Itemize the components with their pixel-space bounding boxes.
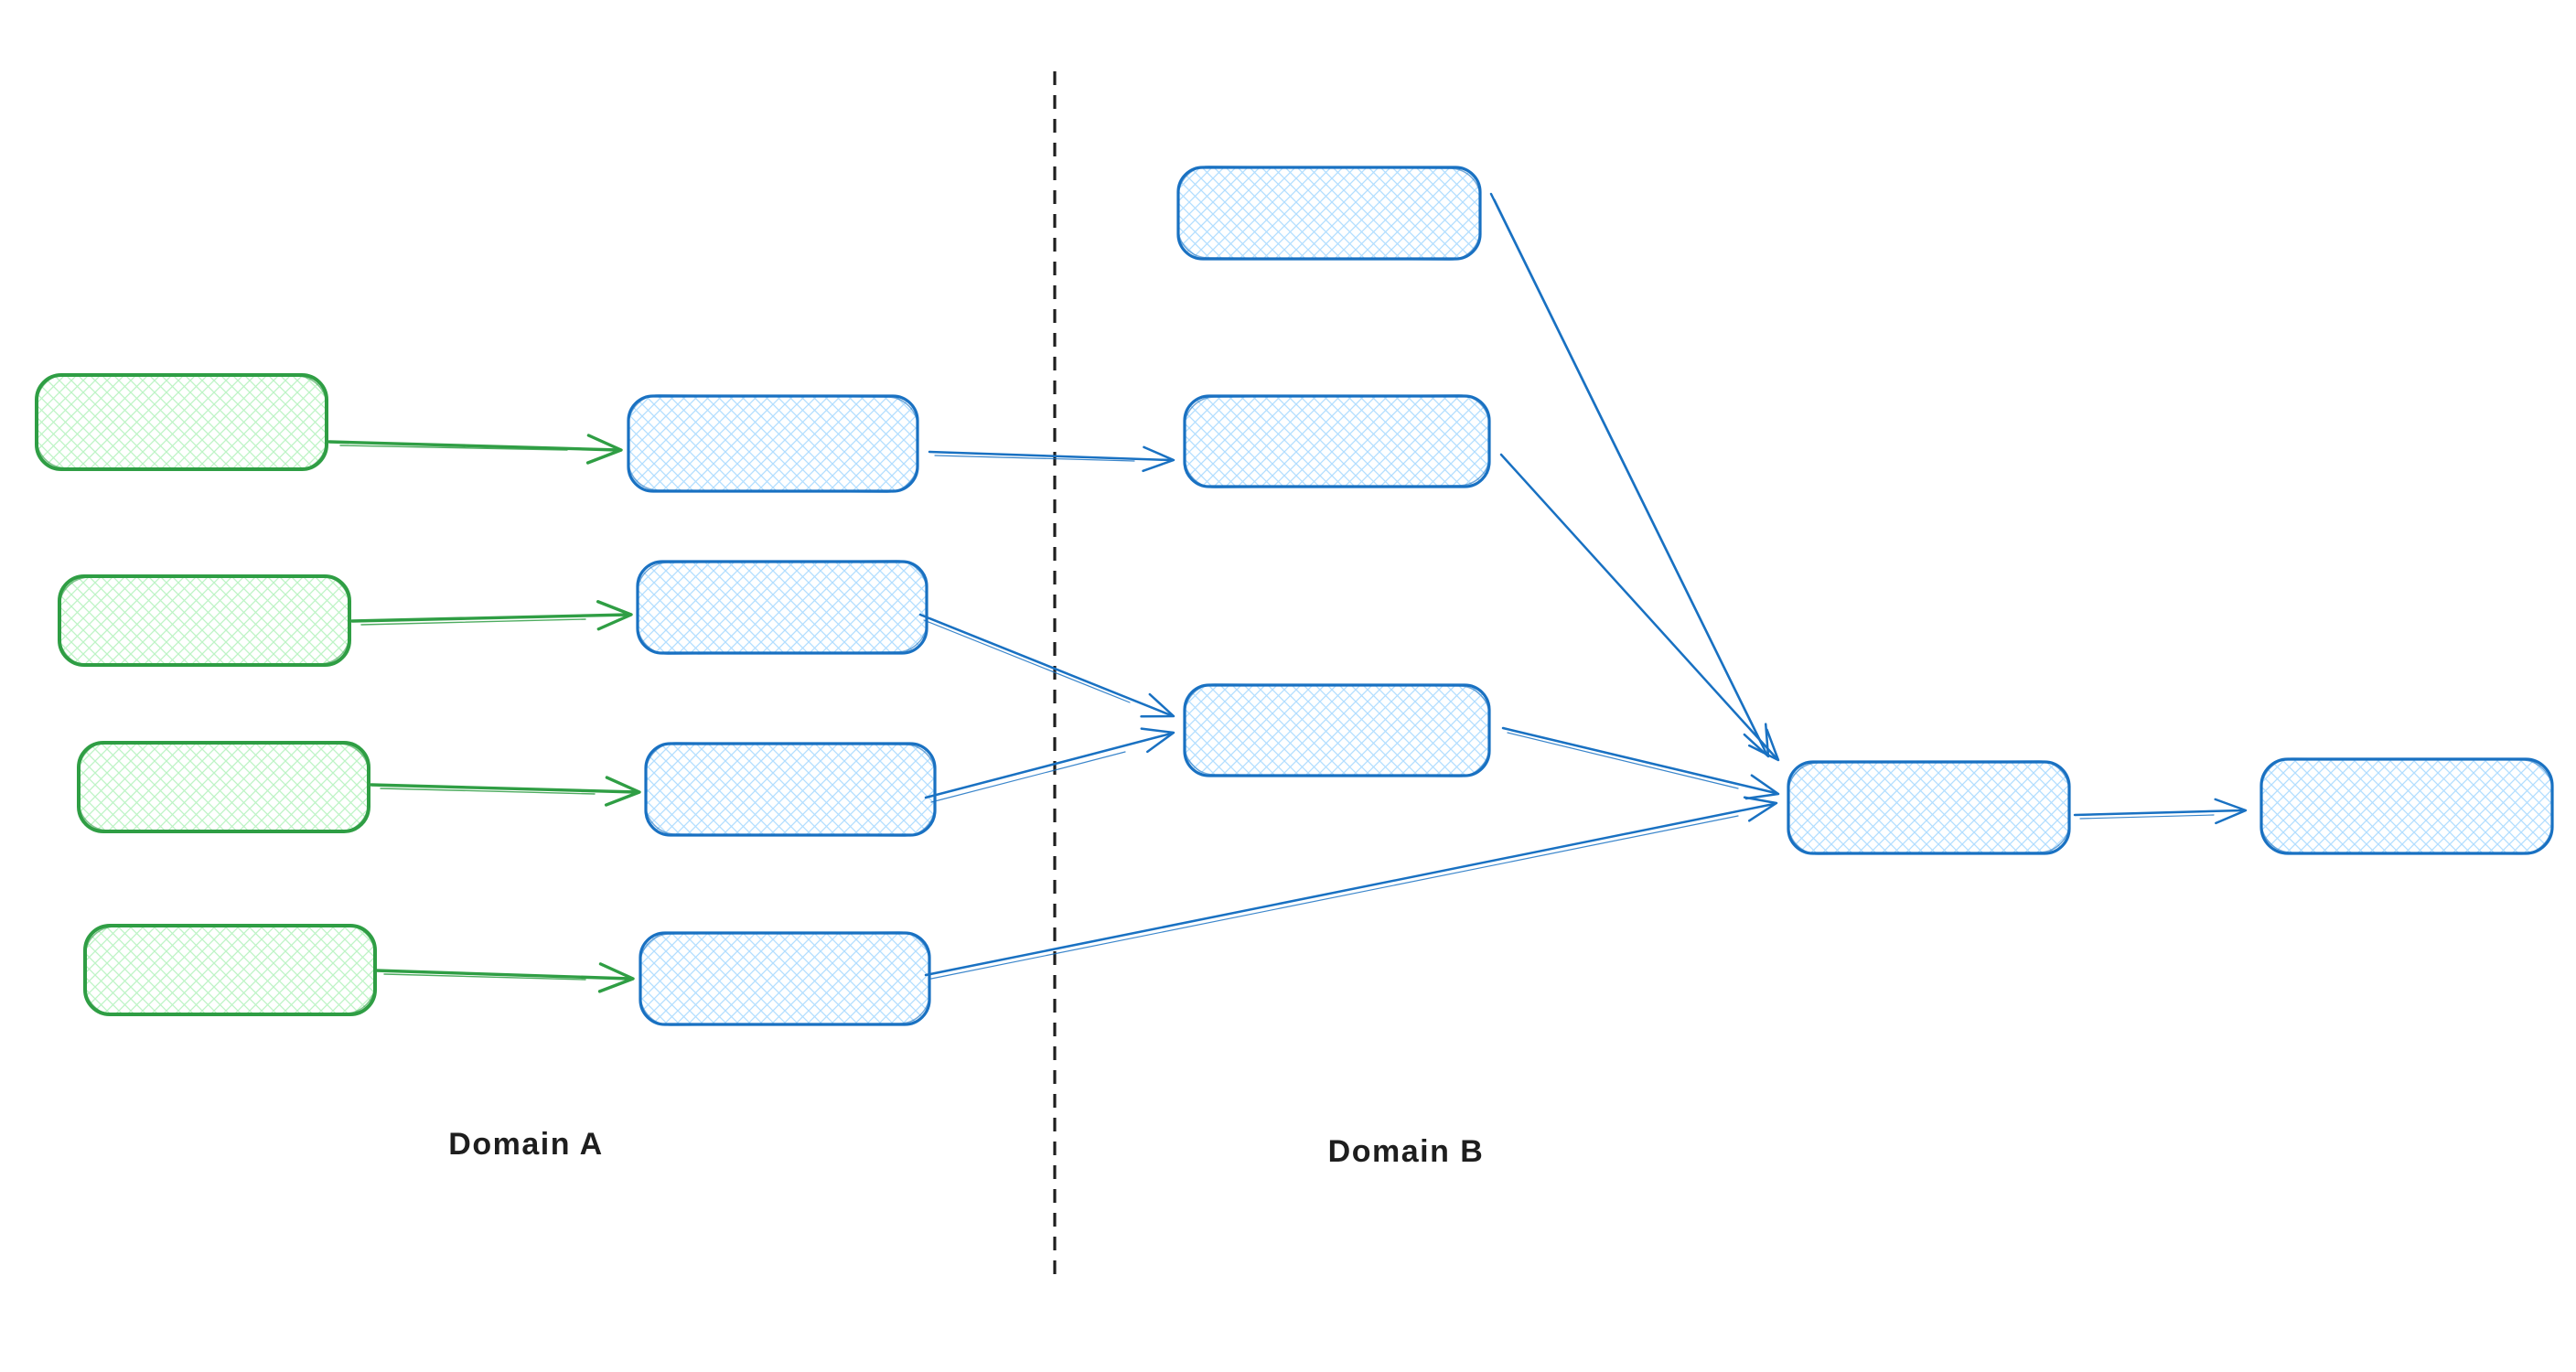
arrow-stage1-1-to-stage2-2 [928, 445, 1175, 473]
stage1-node-3 [644, 742, 937, 837]
green-arrows [327, 434, 641, 993]
blue-process-nodes [627, 166, 2554, 1026]
output-node [2259, 757, 2554, 855]
stage1-node-2 [636, 560, 928, 655]
aggregate-node [1787, 760, 2071, 855]
arrow-stage1-3-to-stage2-3 [924, 727, 1175, 803]
arrow-input2-to-stage1-2 [350, 600, 633, 631]
stage2-node-1 [1176, 166, 1482, 261]
arrow-input4-to-stage1-4 [373, 962, 635, 993]
arrow-stage2-3-to-aggregate [1501, 726, 1780, 800]
stage2-node-2 [1183, 394, 1491, 488]
stage1-node-1 [627, 394, 919, 493]
arrow-stage1-2-to-stage2-3 [918, 613, 1175, 718]
domain-a-label: Domain A [448, 1127, 603, 1162]
input-node-1 [35, 373, 328, 471]
arrow-stage2-2-to-aggregate [1499, 453, 1780, 762]
arrow-stage1-4-to-aggregate [924, 796, 1778, 980]
arrow-input3-to-stage1-3 [370, 776, 641, 807]
input-node-3 [77, 741, 370, 833]
domain-a-input-nodes [35, 373, 377, 1016]
arrow-stage2-1-to-aggregate [1489, 192, 1770, 758]
arrow-aggregate-to-output [2073, 798, 2248, 825]
input-node-4 [83, 924, 377, 1016]
domain-b-label: Domain B [1328, 1134, 1485, 1169]
blue-arrows [918, 192, 2248, 980]
stage1-node-4 [639, 931, 931, 1026]
input-node-2 [58, 574, 351, 667]
stage2-node-3 [1183, 683, 1491, 777]
arrow-input1-to-stage1-1 [327, 434, 623, 465]
